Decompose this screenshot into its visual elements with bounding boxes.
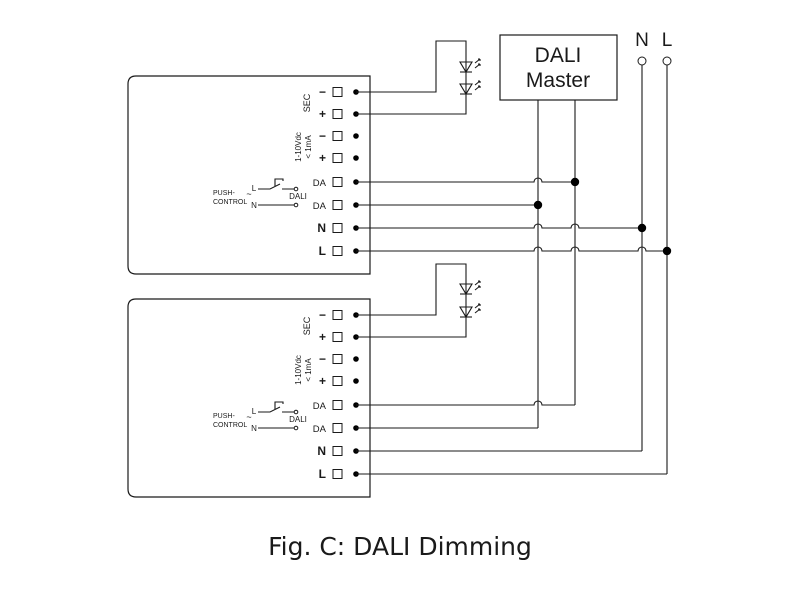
driver-2-sec-minus-label: −	[319, 308, 326, 322]
driver-2-sec-label: SEC	[302, 316, 312, 335]
driver-1-push-l-label: L	[252, 184, 257, 193]
driver-1-dim-minus-terminal-box	[332, 131, 343, 141]
junction-dot-4	[662, 246, 672, 256]
junction-dot-3	[637, 223, 647, 233]
led-1a-symbol	[459, 58, 481, 74]
driver-1-da1-terminal-box	[332, 177, 343, 187]
driver-1-push-switch	[258, 183, 295, 190]
mains-live-label: L	[662, 30, 673, 51]
junction-dot-1	[570, 177, 580, 187]
driver-2-dim-label-line2: < 1mA	[304, 358, 313, 382]
driver-2-da2-terminal-box	[332, 423, 343, 433]
driver-2-push-switch	[258, 406, 295, 413]
driver-1-l-terminal-box	[332, 246, 343, 256]
driver-2-n-terminal-box	[332, 446, 343, 456]
driver-2-da1-wire	[356, 400, 575, 406]
driver-2-push-tilde: ~	[246, 412, 251, 422]
mains-live-terminal	[662, 56, 672, 66]
driver-box-2	[127, 298, 371, 498]
driver-2-push-button	[274, 401, 284, 409]
driver-1-l-wire	[356, 246, 667, 252]
driver-1-n-wire	[356, 223, 642, 229]
driver-1-push-button	[274, 178, 284, 186]
driver-2-push-label-line1: PUSH-	[213, 413, 235, 420]
driver-1-sec-plus-label: +	[319, 107, 326, 121]
driver-2-da2-label: DA	[313, 424, 327, 435]
driver-2-da1-terminal-box	[332, 400, 343, 410]
driver-1-dim-minus-terminal-dot	[353, 133, 359, 139]
driver-2-push-n-label: N	[251, 424, 257, 433]
driver-2-push-terminal-top	[293, 409, 299, 415]
driver-2-dim-minus-label: −	[319, 352, 326, 366]
dali-master-label-line2: Master	[526, 69, 590, 92]
junction-dot-2	[533, 200, 543, 210]
driver-2-push-dali-label: DALI	[289, 415, 307, 424]
led-1b-symbol	[459, 80, 481, 96]
driver-2-dim-minus-terminal-box	[332, 354, 343, 364]
driver-2-l-label: L	[319, 467, 326, 481]
mains-neutral-terminal	[637, 56, 647, 66]
driver-1-dim-plus-terminal-dot	[353, 155, 359, 161]
driver-2-push-terminal-bottom	[293, 425, 299, 431]
driver-1-push-label-line2: CONTROL	[213, 199, 247, 206]
driver-2-dim-plus-terminal-box	[332, 376, 343, 386]
driver-2-sec-plus-label: +	[319, 330, 326, 344]
driver-2-da1-label: DA	[313, 401, 327, 412]
driver-1-n-label: N	[317, 221, 326, 235]
driver-2-l-terminal-box	[332, 469, 343, 479]
driver-2-dim-minus-terminal-dot	[353, 356, 359, 362]
driver-1-da2-label: DA	[313, 201, 327, 212]
driver-box-1	[127, 75, 371, 275]
driver-2-sec-minus-terminal-box	[332, 310, 343, 320]
driver-1-sec-minus-label: −	[319, 85, 326, 99]
led-string-2-wire	[356, 263, 467, 338]
driver-1-sec-minus-terminal-box	[332, 87, 343, 97]
driver-1-dim-minus-label: −	[319, 129, 326, 143]
driver-2-dim-plus-label: +	[319, 374, 326, 388]
driver-1-n-terminal-box	[332, 223, 343, 233]
driver-1-da1-wire	[356, 177, 575, 183]
driver-1-push-tilde: ~	[246, 189, 251, 199]
led-2a-symbol	[459, 280, 481, 296]
driver-1-sec-label: SEC	[302, 93, 312, 112]
driver-1-dim-plus-label: +	[319, 151, 326, 165]
driver-1-push-label-line1: PUSH-	[213, 190, 235, 197]
driver-1-sec-plus-terminal-box	[332, 109, 343, 119]
led-string-1-wire	[356, 40, 467, 115]
dali-master-box	[499, 34, 618, 101]
driver-1-da1-label: DA	[313, 178, 327, 189]
driver-2-n-label: N	[317, 444, 326, 458]
driver-2-push-label-line2: CONTROL	[213, 422, 247, 429]
driver-1-da2-terminal-box	[332, 200, 343, 210]
mains-neutral-label: N	[635, 30, 649, 51]
driver-1-push-terminal-bottom	[293, 202, 299, 208]
driver-1-dim-plus-terminal-box	[332, 153, 343, 163]
driver-2-dim-plus-terminal-dot	[353, 378, 359, 384]
led-2b-symbol	[459, 303, 481, 319]
driver-1-dim-label-line2: < 1mA	[304, 135, 313, 159]
driver-2-push-l-label: L	[252, 407, 257, 416]
dali-master-label-line1: DALI	[535, 44, 582, 67]
figure-caption: Fig. C: DALI Dimming	[268, 532, 532, 561]
driver-1-dim-label-line1: 1-10Vdc	[294, 132, 303, 162]
driver-1-push-terminal-top	[293, 186, 299, 192]
driver-1-push-dali-label: DALI	[289, 192, 307, 201]
driver-1-push-n-label: N	[251, 201, 257, 210]
driver-2-dim-label-line1: 1-10Vdc	[294, 355, 303, 385]
driver-2-sec-plus-terminal-box	[332, 332, 343, 342]
driver-1-l-label: L	[319, 244, 326, 258]
